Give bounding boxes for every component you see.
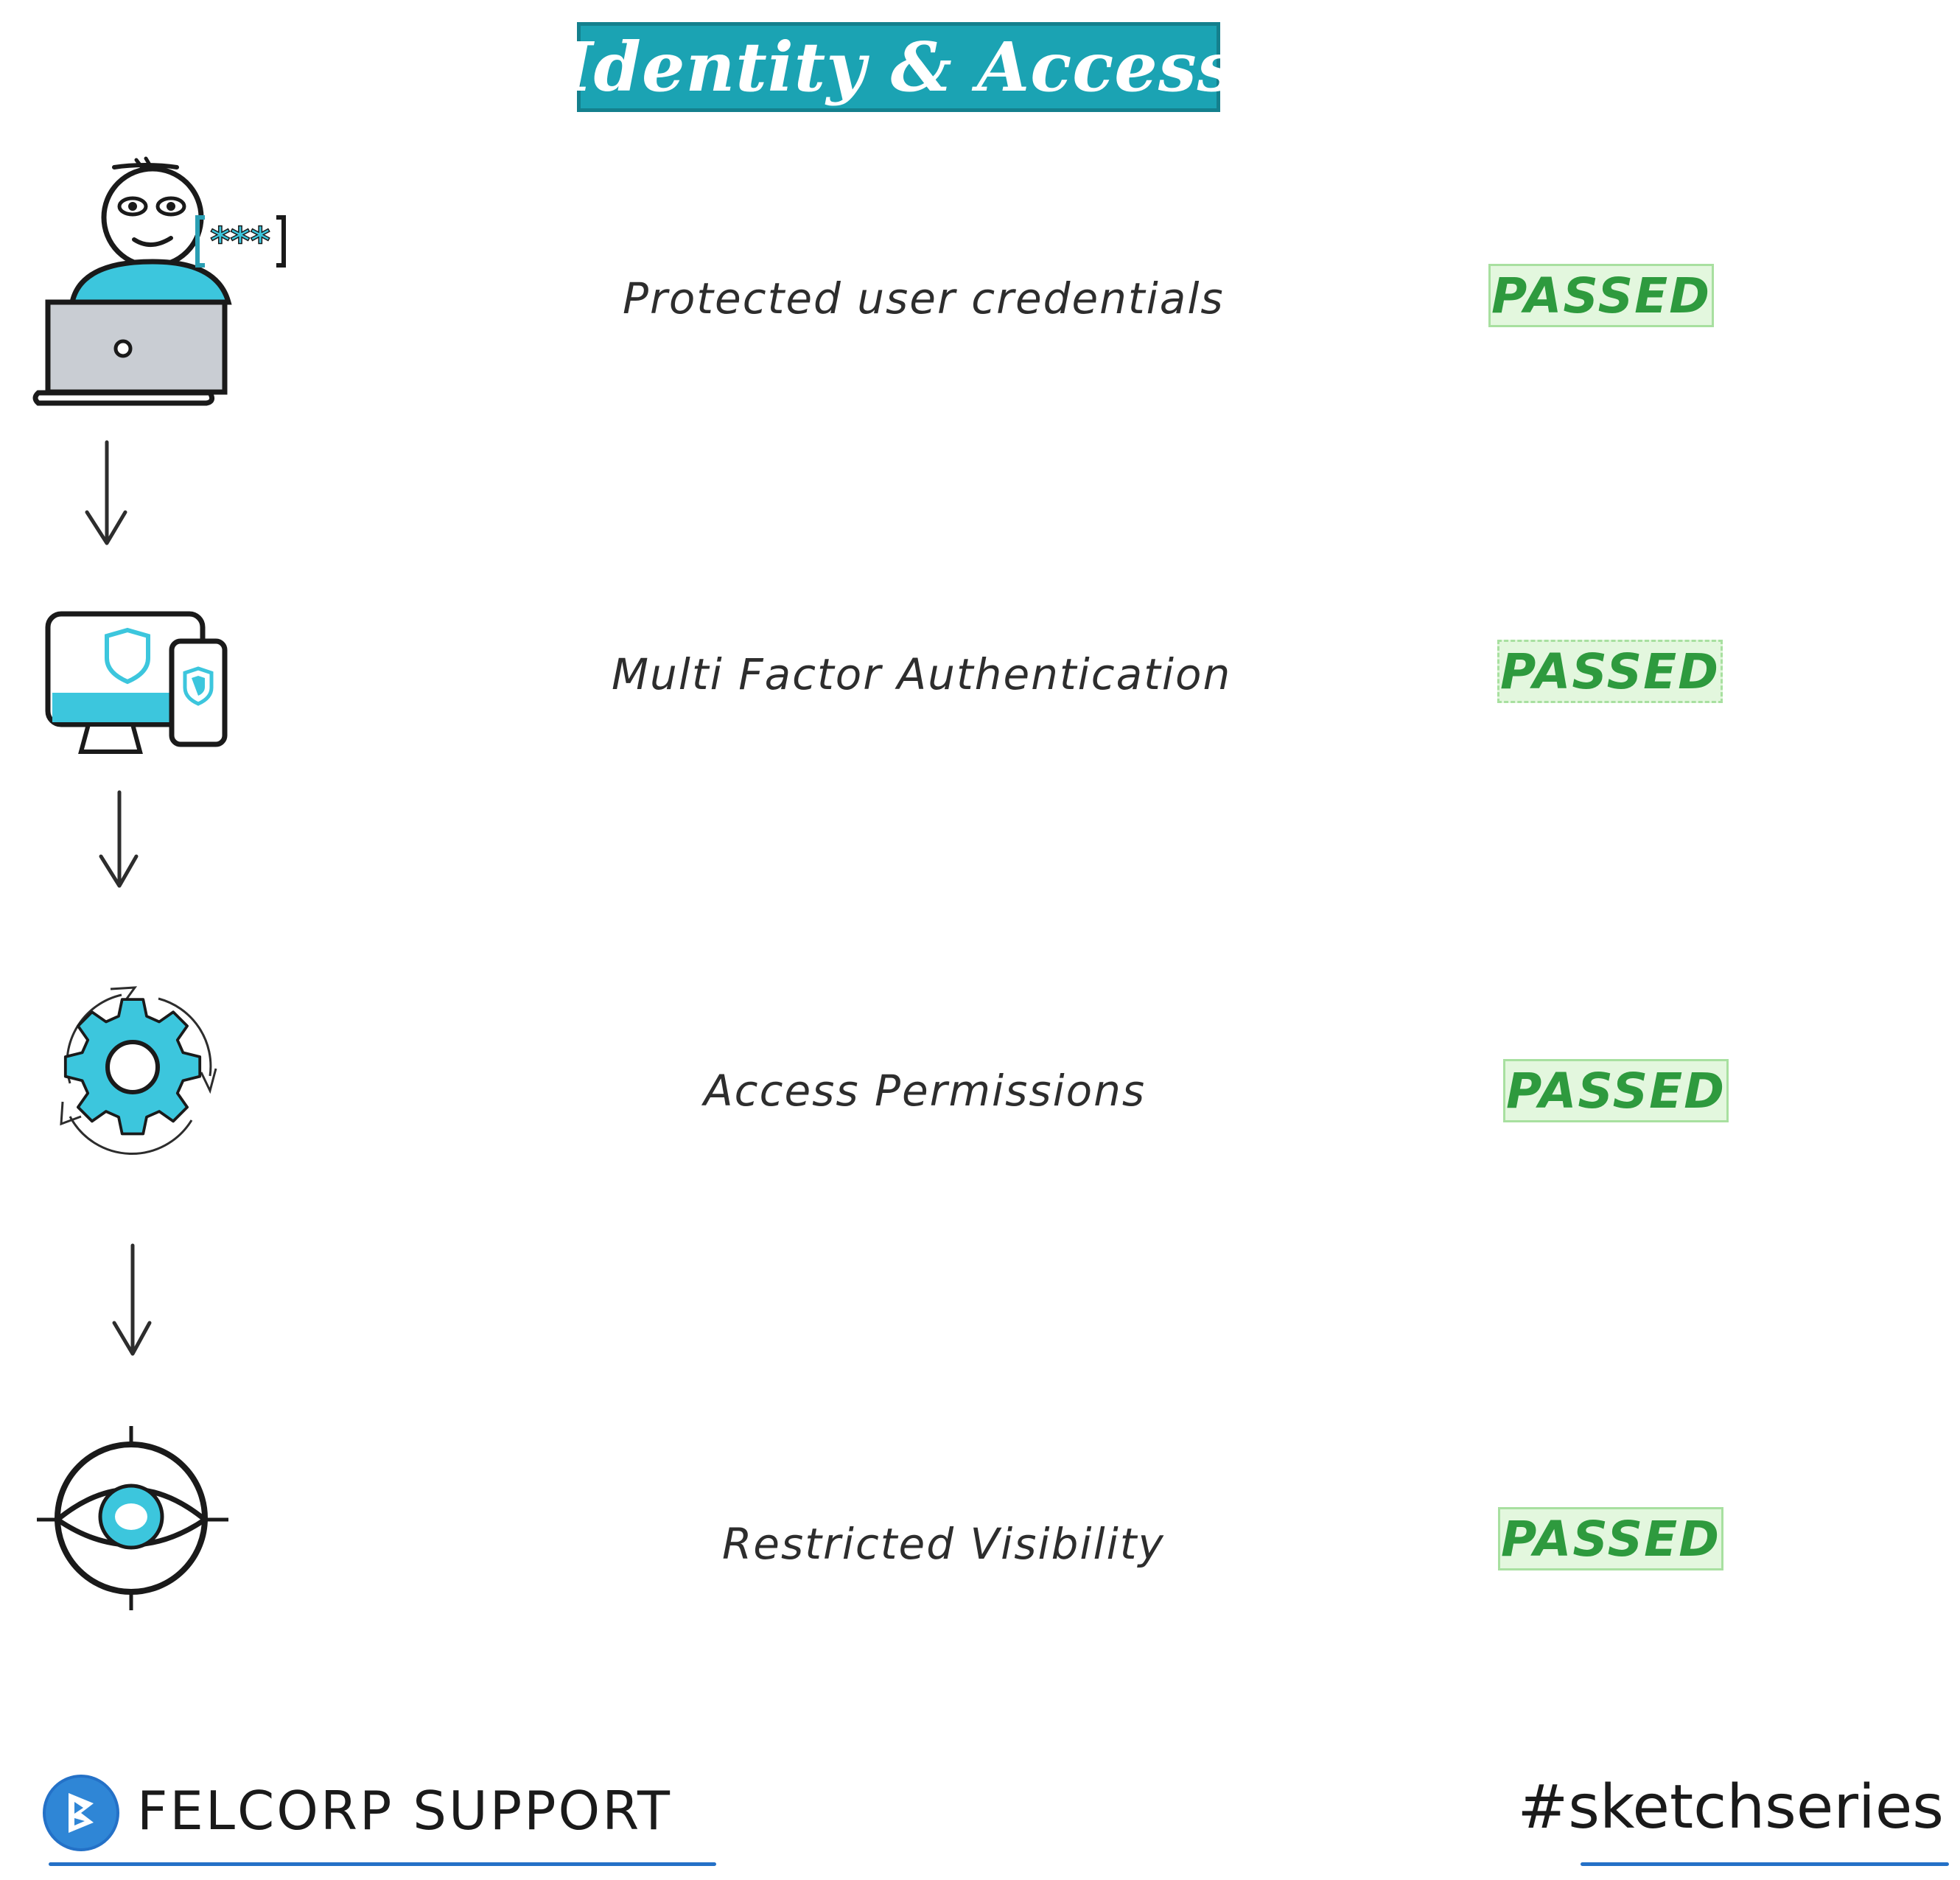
gear-cycle-icon	[60, 986, 217, 1155]
status-badge-visibility: PASSED	[1498, 1507, 1723, 1570]
footer-brand: FELCORP SUPPORT	[137, 1780, 672, 1842]
hashtag-underline	[1581, 1862, 1949, 1866]
down-arrow-icon	[112, 1243, 152, 1356]
step-label-mfa: Multi Factor Authentication	[612, 649, 1232, 699]
password-mask: ***	[210, 220, 270, 264]
step-label-permissions: Access Permissions	[704, 1066, 1147, 1116]
user-laptop-password-icon: ***	[32, 156, 286, 406]
status-badge-credentials: PASSED	[1488, 264, 1714, 327]
status-badge-permissions: PASSED	[1503, 1059, 1729, 1122]
mfa-devices-shield-icon	[45, 611, 228, 754]
step-label-visibility: Restricted Visibility	[722, 1519, 1165, 1569]
page-title: Identity & Access	[561, 27, 1236, 107]
down-arrow-icon	[99, 790, 139, 888]
status-badge-mfa: PASSED	[1497, 640, 1723, 703]
down-arrow-icon	[85, 440, 127, 545]
felcorp-logo-icon	[43, 1775, 119, 1851]
title-banner: Identity & Access	[561, 22, 1235, 112]
brand-underline	[49, 1862, 716, 1866]
eye-target-icon	[37, 1426, 228, 1610]
step-label-credentials: Protected user credentials	[623, 273, 1225, 324]
footer-hashtag: #sketchseries	[1517, 1772, 1944, 1842]
